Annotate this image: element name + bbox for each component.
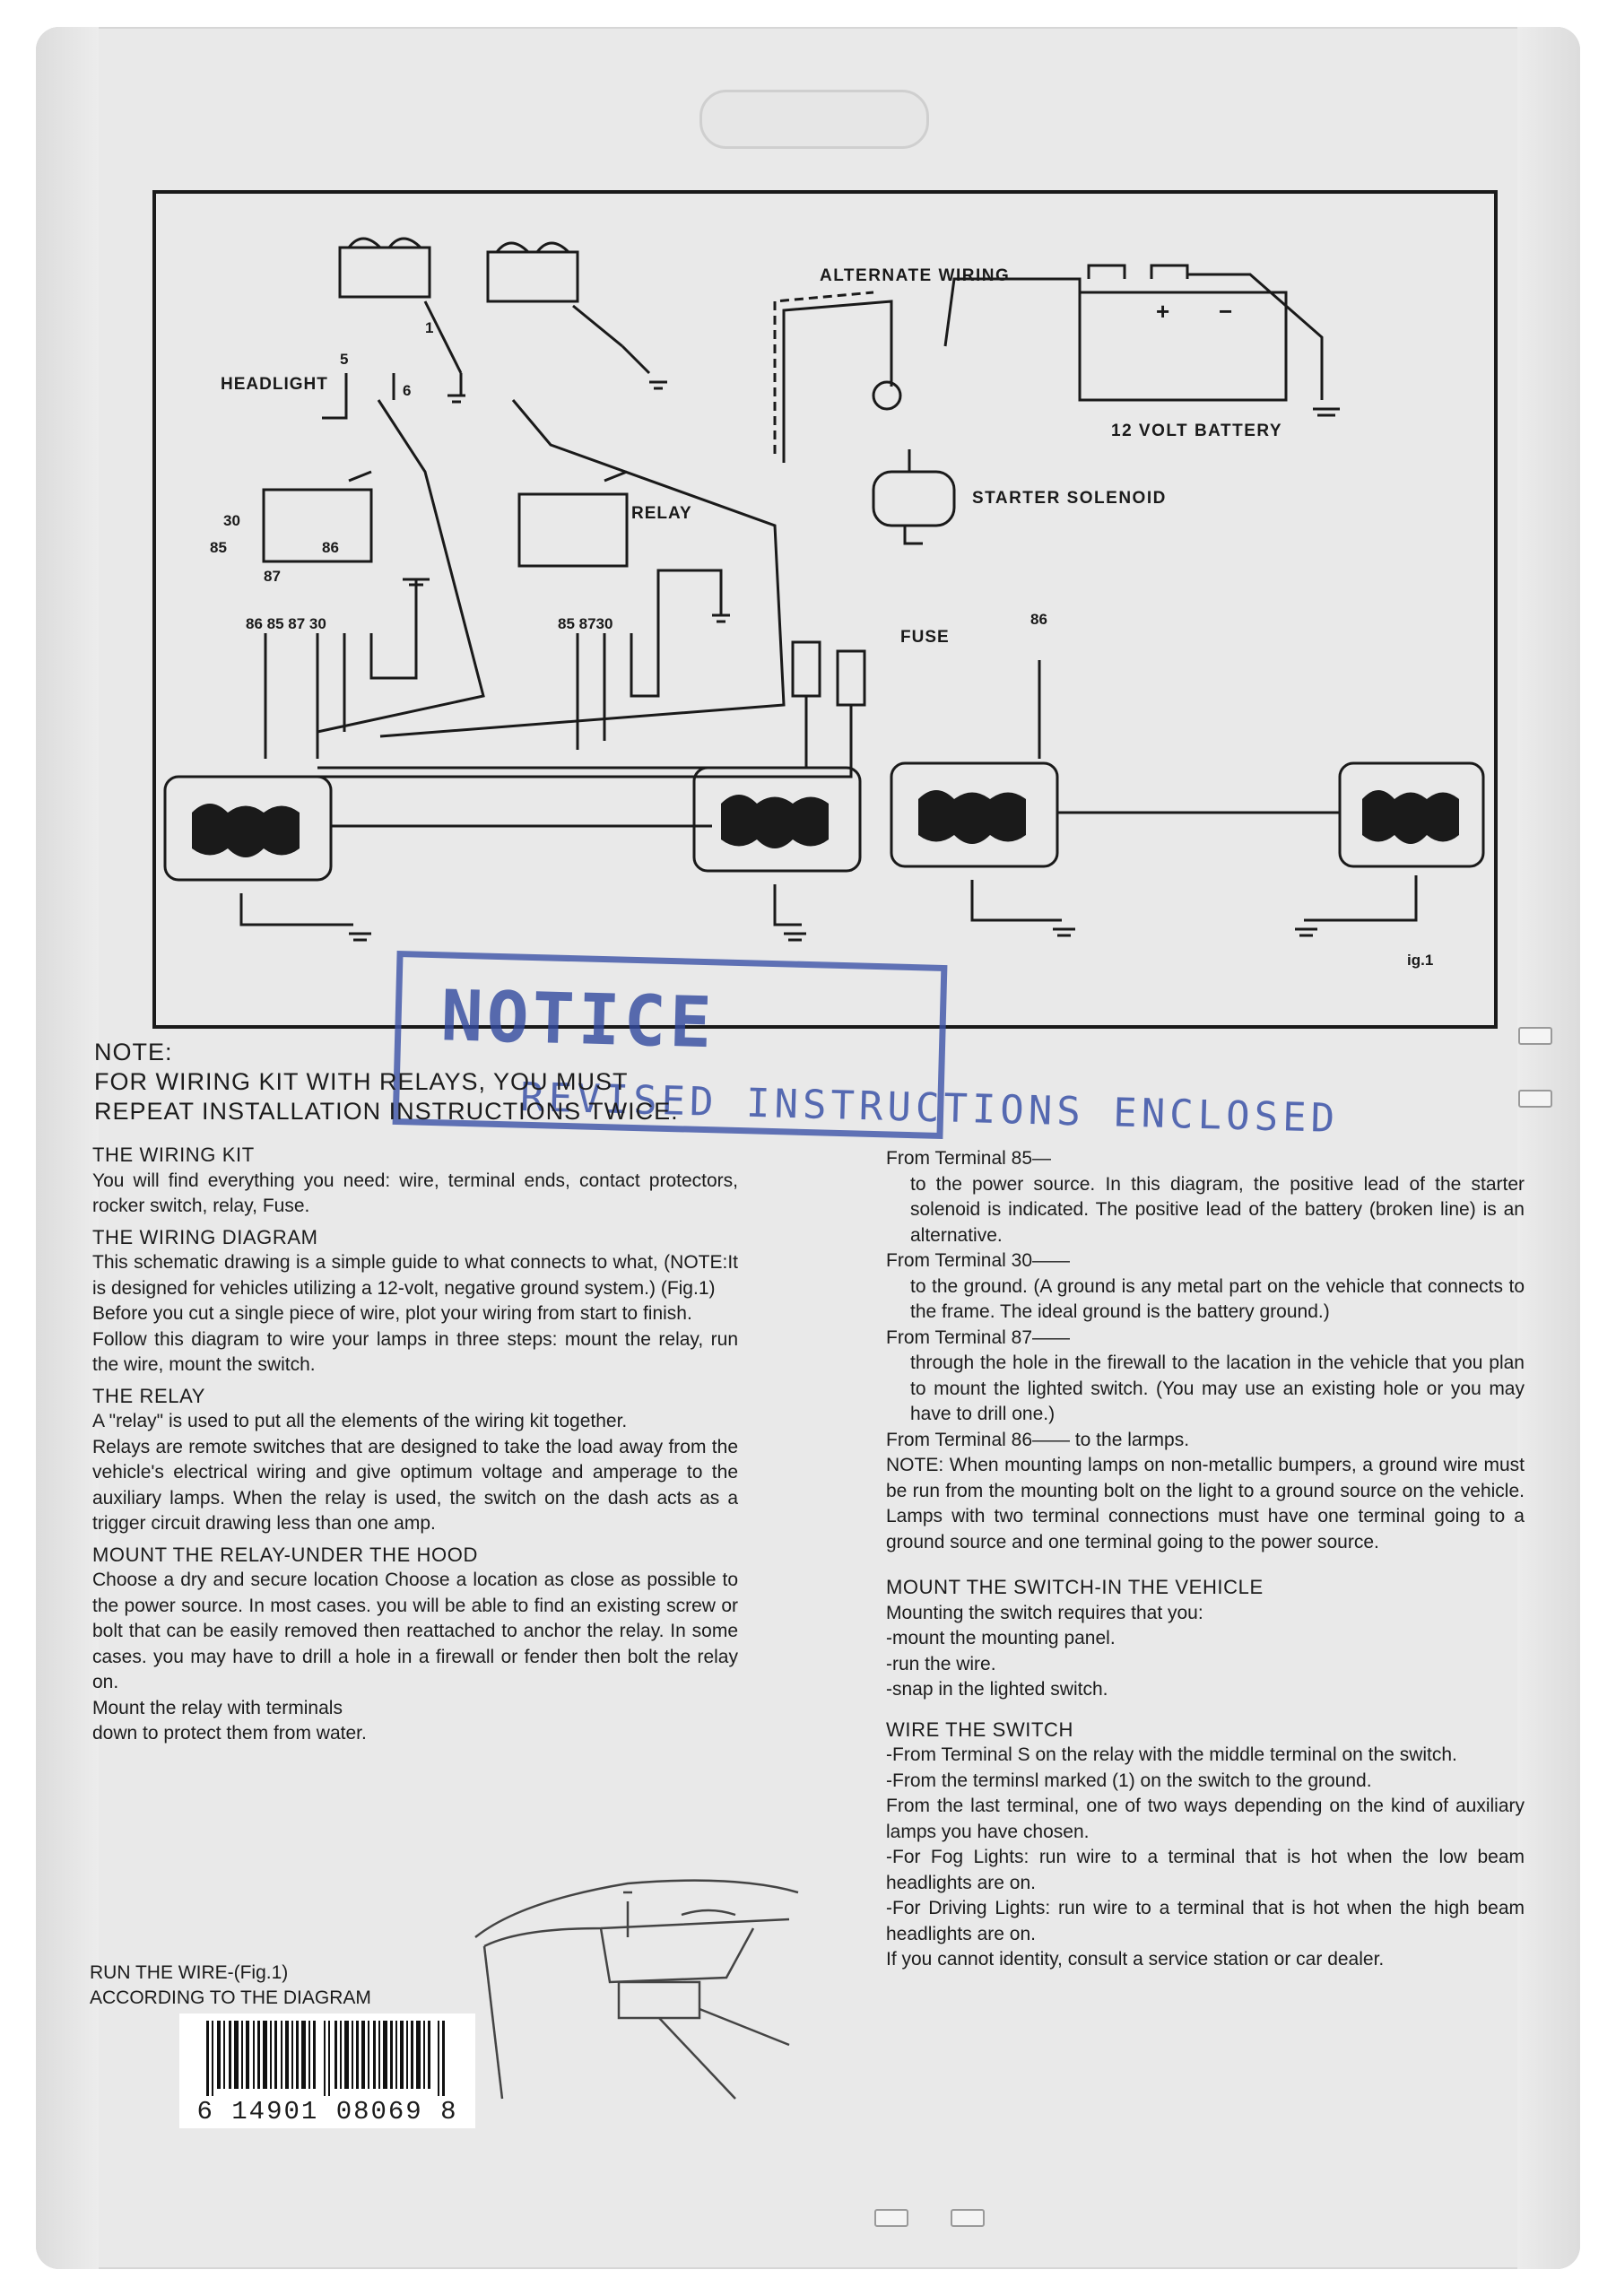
terminal-label-85: 85 — [210, 539, 227, 556]
label-alternate-wiring: ALTERNATE WIRING — [820, 266, 1010, 285]
run-the-wire-block: RUN THE WIRE-(Fig.1) ACCORDING TO THE DI… — [90, 1961, 371, 2011]
terminal-label-86-right: 86 — [1030, 611, 1047, 628]
label-headlight: HEADLIGHT — [221, 375, 328, 394]
paragraph-mount-relay-1: Choose a dry and secure location Choose … — [92, 1570, 738, 1692]
lamp-2 — [692, 766, 862, 873]
label-starter-solenoid: STARTER SOLENOID — [972, 489, 1167, 508]
paragraph-wire-switch-4: -For Fog Lights: run wire to a terminal … — [886, 1847, 1525, 1893]
lamp-3 — [890, 761, 1059, 868]
heading-wiring-diagram: THE WIRING DIAGRAM — [92, 1225, 318, 1248]
heading-mount-relay: MOUNT THE RELAY-UNDER THE HOOD — [92, 1543, 478, 1566]
terminal-85-text: to the power source. In this diagram, th… — [910, 1173, 1525, 1246]
starter-solenoid — [872, 470, 956, 527]
paragraph-mount-switch-4: -snap in the lighted switch. — [886, 1679, 1108, 1700]
label-minus: − — [1219, 298, 1232, 325]
paragraph-wire-switch-1: -From Terminal S on the relay with the m… — [886, 1744, 1457, 1765]
paragraph-wiring-diagram-1: This schematic drawing is a simple guide… — [92, 1252, 738, 1299]
staple-clip — [1518, 1090, 1552, 1108]
paragraph-wire-switch-3: From the last terminal, one of two ways … — [886, 1796, 1525, 1842]
paragraph-wiring-diagram-2: Before you cut a single piece of wire, p… — [92, 1303, 692, 1324]
heading-mount-switch: MOUNT THE SWITCH-IN THE VEHICLE — [886, 1576, 1264, 1598]
paragraph-relay-2: Relays are remote switches that are desi… — [92, 1436, 738, 1535]
card-left-edge — [36, 27, 99, 2269]
paragraph-wiring-diagram-3: Follow this diagram to wire your lamps i… — [92, 1328, 738, 1376]
product-card — [36, 27, 1580, 2269]
instructions-left-column: THE WIRING KIT You will find everything … — [92, 1137, 738, 1747]
rocker-switch-1 — [338, 246, 431, 299]
terminal-label-6: 6 — [403, 382, 411, 399]
terminal-label-87: 87 — [264, 568, 281, 585]
label-fuse: FUSE — [900, 628, 950, 647]
staple-clip — [951, 2209, 985, 2227]
card-right-edge — [1517, 27, 1580, 2269]
label-battery: 12 VOLT BATTERY — [1111, 422, 1282, 440]
wiring-diagram: HEADLIGHT ALTERNATE WIRING 12 VOLT BATTE… — [152, 190, 1498, 1029]
terminal-87-heading: From Terminal 87—— — [886, 1326, 1070, 1348]
label-fig: ig.1 — [1407, 952, 1433, 969]
heading-relay: THE RELAY — [92, 1384, 206, 1407]
wiring-diagram-svg: HEADLIGHT ALTERNATE WIRING 12 VOLT BATTE… — [163, 237, 1485, 969]
barcode-bars — [206, 2021, 445, 2096]
paragraph-relay-1: A "relay" is used to put all the element… — [92, 1411, 628, 1431]
battery — [1078, 291, 1288, 402]
heading-wire-switch: WIRE THE SWITCH — [886, 1718, 1074, 1741]
terminal-85-heading: From Terminal 85— — [886, 1148, 1051, 1169]
paragraph-mount-switch-3: -run the wire. — [886, 1653, 996, 1674]
engine-bay-illustration — [474, 1879, 799, 2100]
label-plus: + — [1156, 298, 1169, 325]
heading-wiring-kit: THE WIRING KIT — [92, 1144, 255, 1166]
lamp-4 — [1338, 761, 1485, 868]
heading-run-wire-1: RUN THE WIRE-(Fig.1) — [90, 1962, 289, 1983]
terminal-label-5: 5 — [340, 351, 348, 368]
paragraph-wire-switch-5: -For Driving Lights: run wire to a termi… — [886, 1898, 1525, 1944]
paragraph-wire-switch-2: -From the terminsl marked (1) on the swi… — [886, 1770, 1372, 1791]
paragraph-mount-relay-2: Mount the relay with terminals — [92, 1697, 343, 1718]
relay-1 — [262, 488, 373, 563]
terminal-label-30: 30 — [223, 512, 240, 529]
barcode-number: 6 14901 08069 8 — [196, 2097, 458, 2126]
heading-run-wire-2: ACCORDING TO THE DIAGRAM — [90, 1987, 371, 2008]
paragraph-mount-switch-1: Mounting the switch requires that you: — [886, 1602, 1203, 1623]
instructions-right-column: From Terminal 85— to the power source. I… — [886, 1146, 1525, 1973]
terminal-label-row-2: 85 8730 — [558, 615, 613, 632]
rocker-switch-2 — [486, 250, 579, 303]
mounting-note: NOTE: When mounting lamps on non-metalli… — [886, 1455, 1525, 1552]
paragraph-wire-switch-6: If you cannot identity, consult a servic… — [886, 1949, 1385, 1970]
relay-note-line-1: NOTE: — [94, 1039, 173, 1065]
paragraph-mount-switch-2: -mount the mounting panel. — [886, 1628, 1116, 1648]
terminal-86-heading: From Terminal 86—— to the larmps. — [886, 1429, 1190, 1450]
terminal-label-1: 1 — [425, 319, 433, 336]
paragraph-mount-relay-3: down to protect them from water. — [92, 1723, 367, 1744]
relay-note-line-3: REPEAT INSTALLATION INSTRUCTIONS TWICE. — [94, 1098, 679, 1125]
lamp-1 — [163, 775, 333, 882]
staple-clip — [1518, 1027, 1552, 1045]
terminal-87-text: through the hole in the firewall to the … — [910, 1352, 1525, 1424]
label-relay: RELAY — [631, 504, 692, 523]
paragraph-wiring-kit: You will find everything you need: wire,… — [92, 1170, 738, 1217]
terminal-label-86: 86 — [322, 539, 339, 556]
relay-note-line-2: FOR WIRING KIT WITH RELAYS, YOU MUST — [94, 1068, 629, 1095]
relay-2 — [517, 492, 629, 568]
relay-note: NOTE: FOR WIRING KIT WITH RELAYS, YOU MU… — [94, 1038, 679, 1126]
fuse-body — [791, 640, 821, 698]
terminal-30-heading: From Terminal 30—— — [886, 1250, 1070, 1271]
barcode: 6 14901 08069 8 — [179, 2013, 475, 2128]
staple-clip — [874, 2209, 908, 2227]
terminal-30-text: to the ground. (A ground is any metal pa… — [910, 1275, 1525, 1323]
terminal-label-row-1: 86 85 87 30 — [246, 615, 326, 632]
hang-hole — [699, 90, 929, 149]
